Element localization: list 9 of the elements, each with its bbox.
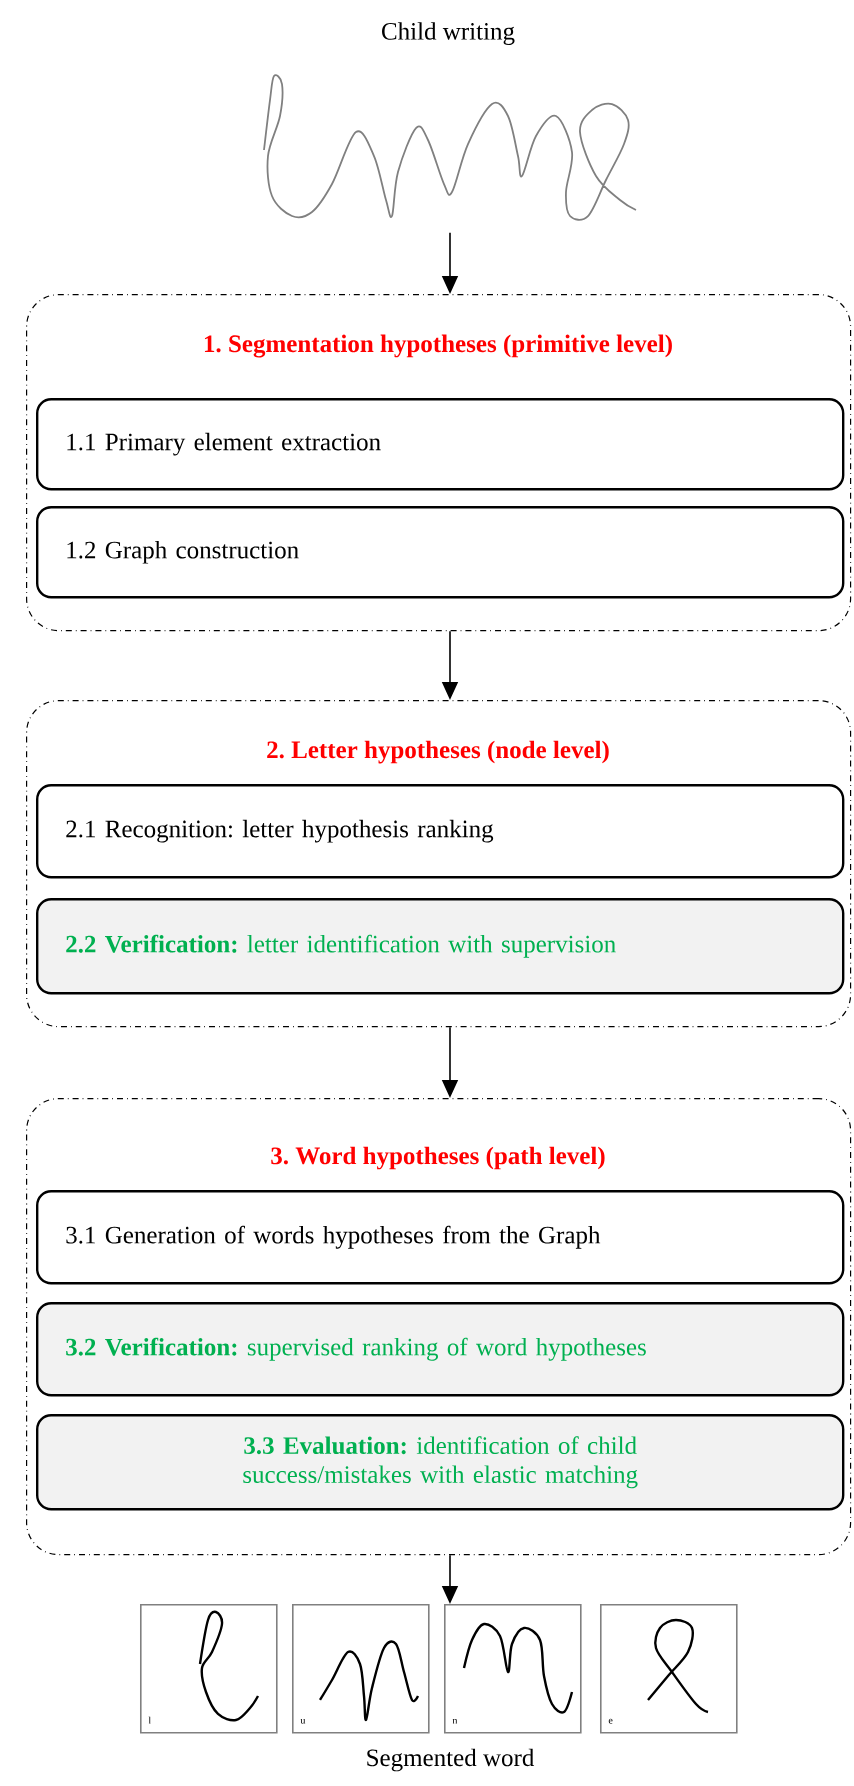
step-box: 3.1 Generation of words hypotheses from the Graph bbox=[36, 1190, 845, 1285]
caption: Segmented word bbox=[367, 1748, 535, 1772]
step-box: 2.2 Verification: letter identification with supervision bbox=[36, 898, 845, 995]
step-box: 3.2 Verification: supervised ranking of word hypotheses bbox=[36, 1302, 845, 1397]
step-box: 1.2 Graph construction bbox=[36, 506, 845, 599]
step-box: 2.1 Recognition: letter hypothesis ranking bbox=[36, 784, 845, 879]
drawing-label: Child writing bbox=[382, 22, 515, 45]
step-box: 1.1 Primary element extraction bbox=[36, 398, 845, 491]
step-box: 3.3 Evaluation: identification of child success/mistakes with elastic matching bbox=[36, 1414, 845, 1511]
